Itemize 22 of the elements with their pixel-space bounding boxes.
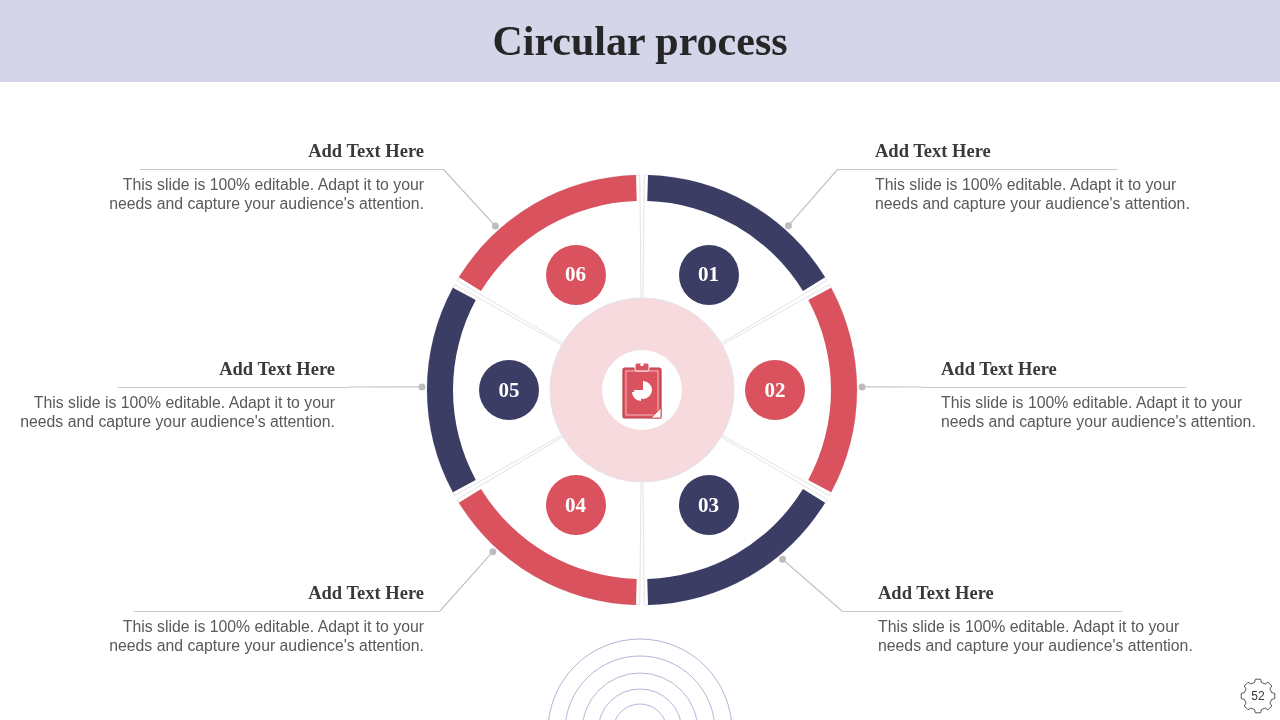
title: Circular process (492, 17, 788, 65)
ring-segment (641, 435, 829, 606)
callout-text: This slide is 100% editable. Adapt it to your needs and capture your audience's attention. (19, 393, 335, 431)
callout-heading: Add Text Here (308, 582, 424, 604)
leader-line (439, 548, 497, 612)
callout-heading: Add Text Here (878, 582, 994, 604)
callout-text: This slide is 100% editable. Adapt it to your needs and capture your audience's attention. (108, 175, 424, 213)
leader-line (442, 168, 499, 230)
ring-segment (455, 174, 643, 345)
leader-line (784, 168, 839, 230)
callout-text: This slide is 100% editable. Adapt it to your needs and capture your audience's attention. (875, 175, 1191, 213)
page-number: 52 (1251, 689, 1265, 703)
leader-line (347, 383, 426, 391)
callout-text: This slide is 100% editable. Adapt it to your needs and capture your audience's attention. (878, 617, 1194, 655)
leader-line (858, 383, 923, 391)
callout-heading: Add Text Here (941, 358, 1057, 380)
callout-heading: Add Text Here (308, 140, 424, 162)
callout-text: This slide is 100% editable. Adapt it to your needs and capture your audience's attention. (941, 393, 1257, 431)
leader-line (779, 555, 843, 612)
callout-text: This slide is 100% editable. Adapt it to your needs and capture your audience's attention. (108, 617, 424, 655)
callout-heading: Add Text Here (875, 140, 991, 162)
callout-heading: Add Text Here (219, 358, 335, 380)
